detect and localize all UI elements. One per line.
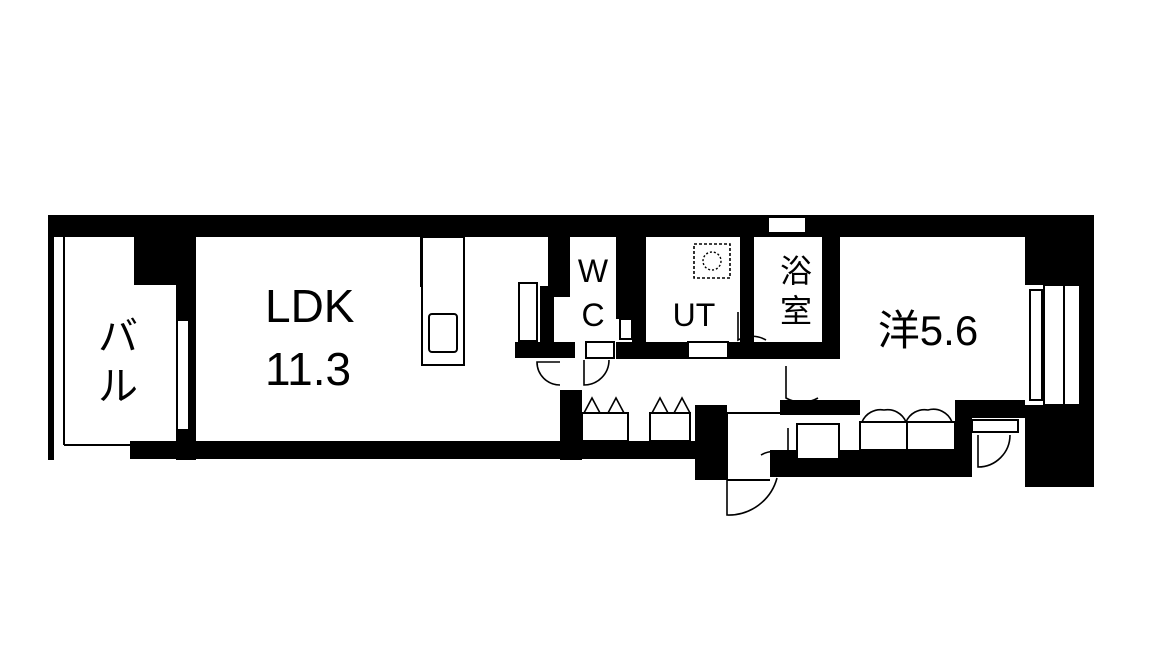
ldk-label-size: 11.3 <box>265 343 351 395</box>
balcony-label-line1: バ <box>98 315 138 359</box>
bath-label-line1: 浴 <box>780 253 812 289</box>
doors <box>536 312 1011 516</box>
wc-label-line2: C <box>581 297 604 333</box>
wc-label-line1: W <box>578 253 609 289</box>
wc-door-frame <box>585 341 615 359</box>
washer-pan-icon <box>693 243 731 279</box>
exterior-walls <box>48 215 1094 487</box>
bath-label: 浴 室 <box>780 253 812 329</box>
balcony-label-line2: ル <box>98 365 138 409</box>
bath-vent <box>767 216 807 234</box>
balcony-railing <box>63 237 130 446</box>
wc-label: W C <box>578 253 609 333</box>
wc-fixture <box>619 318 633 340</box>
storage-closets <box>581 396 956 451</box>
western-room-window <box>1029 284 1081 406</box>
bath-label-line2: 室 <box>780 293 812 329</box>
kitchen-counter <box>420 236 465 366</box>
ldk-label: LDK 11.3 <box>265 280 355 395</box>
hall-outline <box>726 412 1019 481</box>
fridge-space <box>518 282 538 342</box>
western-room-label: 洋5.6 <box>878 307 978 354</box>
balcony-label: バ ル <box>98 315 138 409</box>
ldk-label-name: LDK <box>265 280 355 332</box>
ut-label: UT <box>673 297 716 333</box>
ut-door-frame <box>687 341 729 359</box>
balcony-window <box>176 319 190 431</box>
